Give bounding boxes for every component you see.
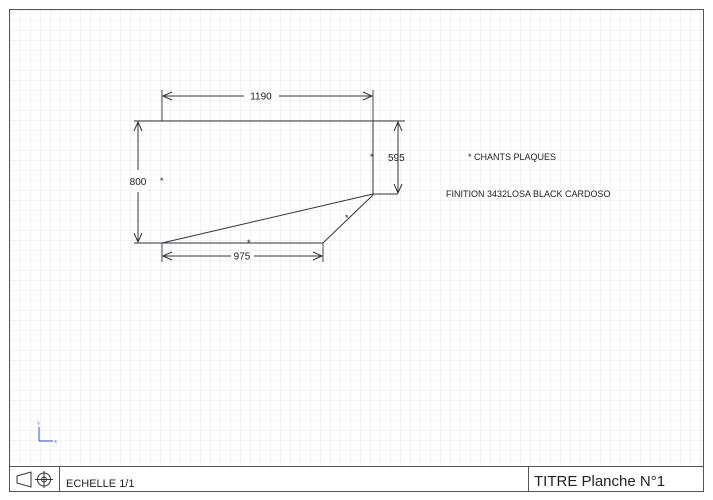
edge-marker-diagonal: * bbox=[345, 213, 349, 223]
scale-label: ECHELLE 1/1 bbox=[66, 478, 134, 490]
dimension-right-height bbox=[393, 120, 403, 195]
dimension-bottom-width bbox=[161, 251, 324, 261]
axis-y-label: Y bbox=[37, 421, 40, 426]
extension-lines bbox=[134, 90, 405, 262]
edge-marker-bottom: * bbox=[247, 238, 251, 248]
sheet-title: TITRE Planche N°1 bbox=[534, 473, 665, 490]
projection-symbol-icon bbox=[16, 471, 53, 488]
note-edges: * CHANTS PLAQUES bbox=[468, 152, 556, 162]
axis-indicator: Y X bbox=[37, 421, 57, 444]
axis-x-label: X bbox=[54, 439, 57, 444]
edge-marker-left: * bbox=[160, 176, 164, 186]
dimension-top-width bbox=[161, 91, 374, 101]
grid-background bbox=[10, 10, 704, 466]
dimension-label-bottom: 975 bbox=[234, 252, 251, 263]
title-block bbox=[9, 466, 704, 492]
edge-marker-right: * bbox=[370, 152, 374, 162]
dimension-label-left: 800 bbox=[130, 177, 147, 188]
dimension-label-top: 1190 bbox=[250, 92, 272, 103]
note-finish: FINITION 3432LOSA BLACK CARDOSO bbox=[446, 189, 611, 199]
dimension-left-height bbox=[133, 120, 143, 244]
dimension-label-right: 595 bbox=[388, 153, 405, 164]
